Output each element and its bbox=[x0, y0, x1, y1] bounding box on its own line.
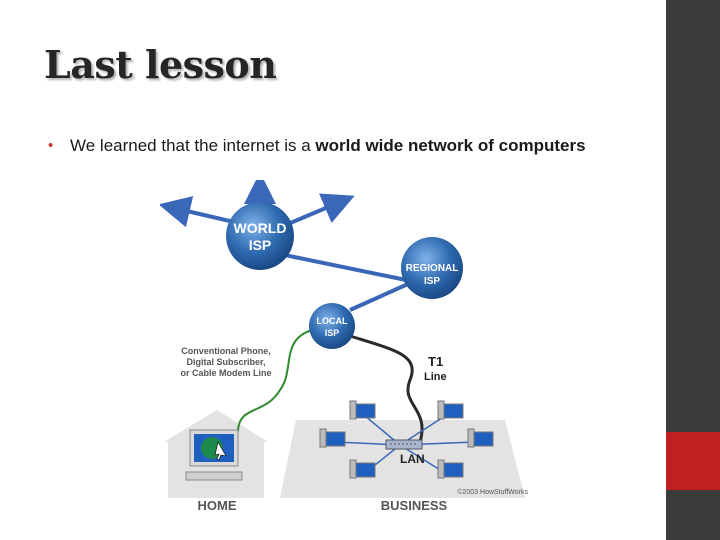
home-label: HOME bbox=[198, 498, 237, 513]
connection-type-label: Conventional Phone, Digital Subscriber, … bbox=[180, 346, 271, 378]
connection-label-line1: Conventional Phone, bbox=[181, 346, 271, 356]
regional-isp-label-line1: REGIONAL bbox=[406, 263, 459, 274]
local-isp-globe: LOCAL ISP bbox=[309, 303, 355, 349]
t1-label-line1: T1 bbox=[428, 354, 443, 369]
local-isp-label-line2: ISP bbox=[325, 328, 340, 338]
business-computer-icon bbox=[437, 400, 464, 420]
world-isp-label-line1: WORLD bbox=[234, 220, 287, 236]
bullet-bold-text: world wide network of computers bbox=[315, 136, 586, 155]
bullet-point: • We learned that the internet is a world… bbox=[48, 134, 630, 157]
bullet-icon: • bbox=[48, 137, 54, 154]
sidebar-red-accent bbox=[666, 432, 720, 490]
internet-network-diagram: WORLD ISP REGIONAL ISP LOCAL ISP Convent… bbox=[160, 180, 532, 518]
slide-title: Last lesson bbox=[44, 42, 277, 87]
t1-line bbox=[349, 334, 424, 443]
business-computer-icon bbox=[349, 459, 376, 479]
business-computer-icon bbox=[349, 400, 376, 420]
t1-label-line2: Line bbox=[424, 371, 447, 383]
lan-label: LAN bbox=[400, 452, 425, 466]
business-label: BUSINESS bbox=[381, 498, 448, 513]
world-isp-arrows bbox=[160, 180, 409, 312]
world-isp-globe: WORLD ISP bbox=[226, 202, 294, 270]
connection-label-line3: or Cable Modem Line bbox=[180, 368, 271, 378]
business-computer-icon bbox=[437, 459, 464, 479]
regional-isp-globe: REGIONAL ISP bbox=[401, 237, 463, 299]
lan-switch-icon bbox=[385, 439, 423, 450]
world-isp-label-line2: ISP bbox=[249, 237, 272, 253]
connection-label-line2: Digital Subscriber, bbox=[186, 357, 265, 367]
regional-isp-label-line2: ISP bbox=[424, 276, 440, 287]
copyright-text: ©2003 HowStuffWorks bbox=[457, 488, 528, 496]
local-isp-label-line1: LOCAL bbox=[317, 316, 348, 326]
bullet-text: We learned that the internet is a bbox=[70, 136, 316, 155]
business-computer-icon bbox=[319, 428, 346, 448]
home-computer-icon bbox=[185, 429, 243, 481]
business-computer-icon bbox=[467, 428, 494, 448]
